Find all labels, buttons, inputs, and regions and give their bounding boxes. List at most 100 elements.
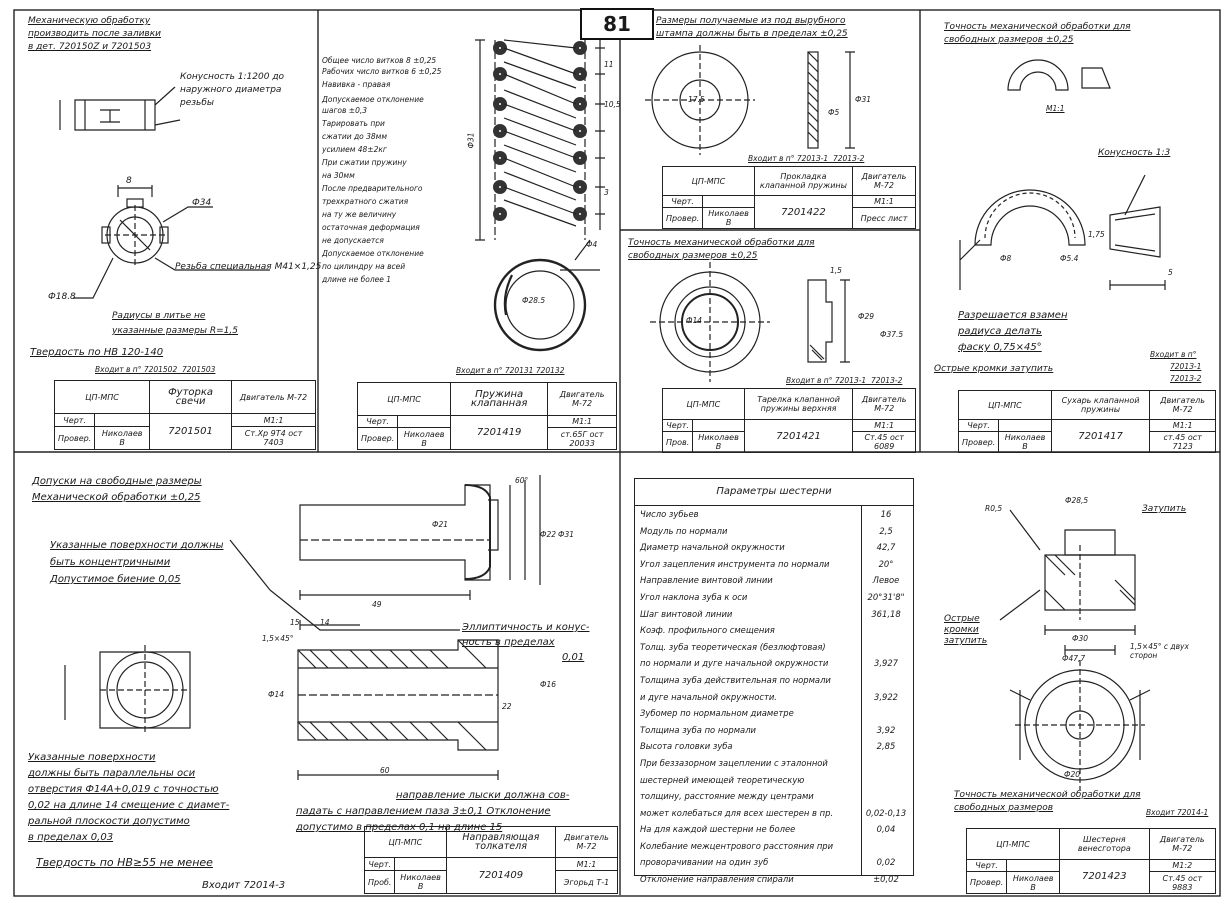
s6-parallel-5: ральной плоскости допустимо: [28, 816, 190, 827]
params-row-name: проворачивании на один зуб: [640, 857, 769, 868]
s1-side-view: [59, 86, 181, 131]
s6-tb-name: Направляющая толкателя: [445, 826, 556, 858]
s3-tb-engine: Двигатель М-72: [851, 166, 917, 196]
s7-tb-checked: Провер.: [965, 871, 1008, 894]
s6-conc-2: быть концентричными: [50, 557, 171, 568]
s5-note-1: Точность механической обработки для: [944, 22, 1131, 32]
params-row: Коэф. профильного смещения: [635, 622, 913, 639]
s3-tb-org: ЦП-МПС: [662, 166, 755, 196]
s4-tb-checked: Пров.: [661, 431, 694, 453]
params-row-name: шестерней имеющей теоретическую: [640, 774, 805, 785]
params-row-name: Число зубьев: [640, 509, 699, 519]
s7-dim-d30: Ф30: [1072, 634, 1088, 643]
params-row-name: Толщина зуба действительная по нормали: [640, 674, 831, 685]
s2-dim-outer: Ф31: [466, 132, 476, 149]
s1-dim-width: 8: [126, 176, 132, 186]
params-row-value: 3,922: [874, 691, 898, 702]
s4-tb-person: Николаев В: [692, 431, 745, 453]
s4-tb-engine: Двигатель М-72: [852, 388, 916, 420]
s6-tb-material: Эгорьд Т-1: [554, 870, 619, 894]
s7-chamfer: 1,5×45° с двух сторон: [1130, 642, 1189, 660]
s2-dim-pitch-11: 11: [604, 60, 614, 69]
s1-tb-drawn: Черт.: [53, 412, 96, 428]
s2-dim-pitch-3: 3: [604, 188, 609, 197]
s5-replace-1: Разрешается взамен: [958, 310, 1068, 321]
s4-note-1: Точность механической обработки для: [628, 238, 815, 248]
params-row-value: 0,02-0,13: [865, 807, 907, 818]
s7-title-block: ЦП-МПС Шестерня венесготора Двигатель М-…: [965, 828, 1217, 894]
s2-spec-line: При сжатии пружину: [322, 158, 407, 167]
s2-spec-line: остаточная деформация: [322, 223, 420, 232]
s2-tb-scale: М1:1: [547, 414, 617, 429]
s6-tb-drawn: Черт.: [363, 856, 396, 872]
s5-tb-code: 7201417: [1050, 419, 1151, 453]
s1-tb-person: Николаев В: [94, 426, 151, 450]
params-row-value: 2,85: [876, 741, 896, 752]
s6-tb-scale: М1:1: [554, 856, 619, 872]
s4-tb-scale: М1:1: [852, 419, 916, 432]
s2-tb-drawn: Черт.: [356, 414, 399, 429]
s7-dull: Затупить: [1142, 504, 1187, 514]
params-row-value: 20°31'8": [867, 591, 905, 602]
s1-note-line-3: в дет. 720150Z и 7201503: [28, 42, 152, 52]
params-row-value: 2,5: [879, 525, 893, 536]
s2-spring-view: [475, 39, 605, 352]
s4-tb-name: Тарелка клапанной пружины верхняя: [743, 388, 854, 420]
s3-note-2: штампа должны быть в пределах ±0,25: [656, 29, 848, 39]
s7-sharp: Острые кромки затупить: [944, 614, 988, 646]
params-row: Толщина зуба действительная по нормали: [635, 672, 913, 689]
s4-note-2: свободных размеров ±0,25: [628, 251, 758, 261]
s6-dim-60: 60: [380, 766, 390, 775]
s2-spec-line: Навивка - правая: [322, 80, 391, 89]
s6-dim-d21: Ф21: [432, 520, 448, 529]
s2-tb-material: ст.65Г ост 20033: [547, 427, 617, 450]
s4-title-block: ЦП-МПС Тарелка клапанной пружины верхняя…: [661, 388, 916, 453]
s2-tb-checked: Провер.: [356, 427, 399, 450]
s3-dim-inner: 17.5: [688, 95, 705, 104]
s3-enters: Входит в п° 7201З-1 7201З-2: [748, 154, 865, 163]
s6-dir-1: направление лыски должна сов-: [396, 790, 570, 801]
s3-tb-person: Николаев В: [702, 207, 755, 229]
s6-tb-engine: Двигатель М-72: [554, 826, 619, 858]
s5-enters-1: Входит в п°: [1150, 350, 1197, 359]
s6-conc-1: Указанные поверхности должны: [50, 540, 224, 551]
s6-tol-1: Допуски на свободные размеры: [32, 476, 202, 487]
s6-tol-2: Механической обработки ±0,25: [32, 492, 201, 503]
params-row: Зубомер по нормальном диаметре: [635, 705, 913, 722]
s6-parallel-3: отверстия Ф14А+0,019 с точностью: [28, 784, 219, 795]
s6-parallel-4: 0,02 на длине 14 смещение с диамет-: [28, 800, 230, 811]
s3-title-block: ЦП-МПС Прокладка клапанной пружины Двига…: [661, 166, 917, 229]
params-row-name: и дуге начальной окружности.: [640, 691, 777, 702]
s7-tb-name: Шестерня венесготора: [1059, 828, 1150, 860]
params-row-name: Диаметр начальной окружности: [640, 542, 785, 553]
s3-tb-drawn: Черт.: [661, 195, 704, 208]
params-row-name: Коэф. профильного смещения: [640, 625, 775, 636]
s6-hardness: Твердость по НВ≥55 не менее: [36, 856, 213, 869]
s6-dim-chamfer-1: 1,5×45°: [262, 634, 294, 643]
params-row-value: 20°: [878, 558, 894, 569]
params-row: При беззазорном зацеплении с эталонной: [635, 755, 913, 772]
params-row: Колебание межцентрового расстояния при: [635, 838, 913, 855]
s7-radius: R0,5: [985, 504, 1003, 513]
params-row: Отклонение направления спирали±0,02: [635, 871, 913, 888]
params-row: Толщ. зуба теоретическая (безлюфтовая): [635, 639, 913, 656]
params-row-value: 16: [880, 509, 892, 519]
s2-spec-line: Тарировать при: [322, 119, 385, 128]
s7-tb-engine: Двигатель М-72: [1148, 828, 1217, 860]
s2-tb-engine: Двигатель М-72: [547, 382, 617, 416]
params-row-value: 42,7: [876, 542, 896, 553]
s6-title-block: ЦП-МПС Направляющая толкателя Двигатель …: [363, 826, 619, 894]
s5-replace-3: фаску 0,75×45°: [958, 342, 1042, 353]
params-row: толщину, расстояние между центрами: [635, 788, 913, 805]
s2-spec-line: на ту же величину: [322, 210, 397, 219]
s1-note-line-2: производить после заливки: [28, 29, 162, 39]
params-row-name: Высота головки зуба: [640, 741, 733, 752]
s6-dim-22: 22: [502, 702, 512, 711]
s6-dim-d22: Ф22: [540, 530, 556, 539]
s1-taper-2: наружного диаметра: [180, 85, 282, 95]
s3-tb-checked: Провер.: [661, 207, 704, 229]
